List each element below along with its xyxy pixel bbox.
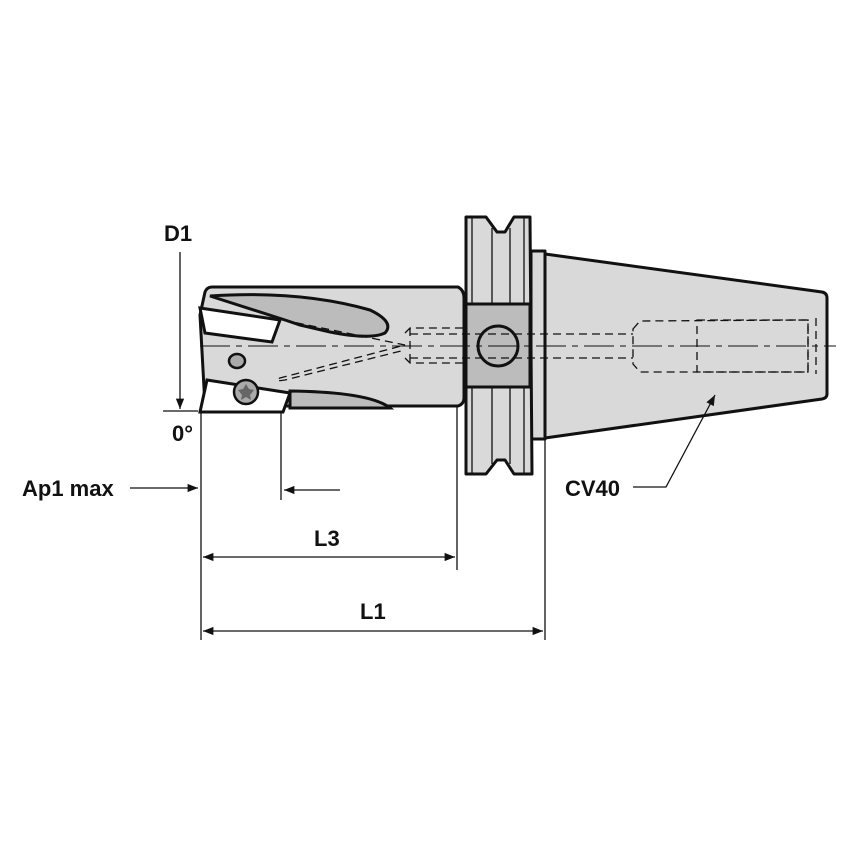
cutting-inserts: [198, 306, 293, 414]
angle-label: 0°: [172, 421, 193, 446]
cv40-label: CV40: [565, 476, 620, 501]
l3-label: L3: [314, 526, 340, 551]
screw-hole-icon: [227, 352, 247, 370]
ap1max-label: Ap1 max: [22, 476, 114, 501]
l1-label: L1: [360, 599, 386, 624]
dimensions: [130, 252, 716, 640]
d1-label: D1: [164, 221, 192, 246]
cv40-taper: [529, 249, 829, 441]
